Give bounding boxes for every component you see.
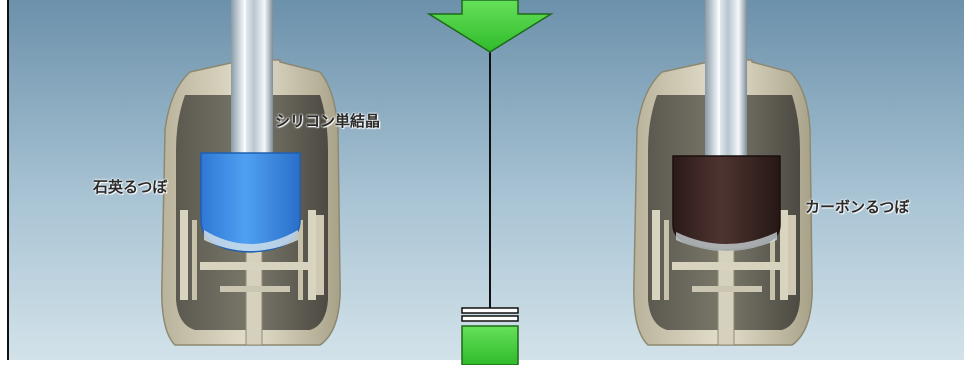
arrow-shaft [461,325,519,365]
quartz-crucible-label: 石英るつぼ [93,178,168,196]
down-arrow-icon [426,0,554,53]
quartz-crucible-furnace [161,0,341,346]
left-margin [0,0,8,365]
carbon-crucible-furnace [633,0,813,346]
silicon-ingot-icon [231,0,273,160]
transfer-indicator [426,0,554,365]
silicon-crystal-label: シリコン単結晶 [275,112,381,130]
quartz-crucible [200,152,301,253]
carbon-crucible-label: カーボンるつぼ [805,198,910,216]
carbon-crucible [672,155,781,251]
silicon-ingot-icon [705,0,747,160]
